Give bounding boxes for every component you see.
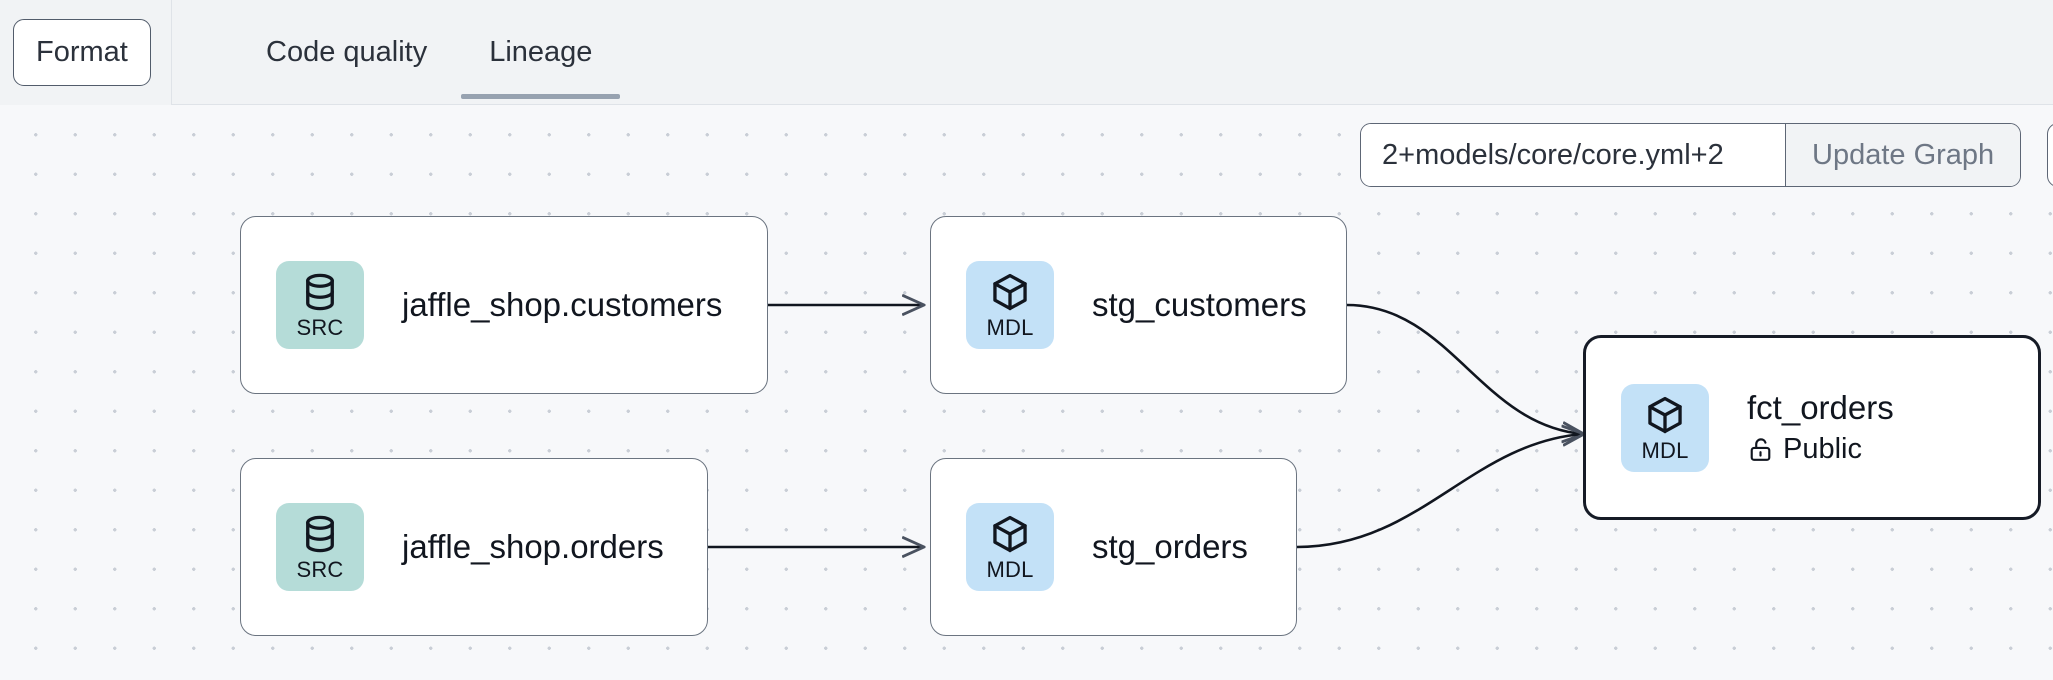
node-title: fct_orders xyxy=(1747,389,1894,427)
node-access-badge: Public xyxy=(1747,433,1894,466)
toolbar-header: Format Code quality Lineage xyxy=(0,0,2053,105)
format-button-container: Format xyxy=(0,0,172,105)
node-body: stg_orders xyxy=(1092,528,1248,566)
database-icon xyxy=(306,515,334,553)
database-icon xyxy=(306,273,334,311)
node-title: jaffle_shop.orders xyxy=(402,528,664,566)
node-selector-input[interactable] xyxy=(1361,124,1785,186)
source-badge-label: SRC xyxy=(296,315,344,340)
node-fct-orders[interactable]: MDL fct_orders Public xyxy=(1583,335,2041,520)
node-title: stg_orders xyxy=(1092,528,1248,566)
source-badge-label: SRC xyxy=(296,557,344,582)
model-badge-label: MDL xyxy=(986,315,1034,340)
cube-icon xyxy=(993,273,1027,311)
unlock-icon xyxy=(1750,438,1771,461)
node-body: fct_orders Public xyxy=(1747,389,1894,466)
graph-selector-group: Update Graph xyxy=(1360,123,2022,187)
model-badge-label: MDL xyxy=(986,557,1034,582)
tab-lineage[interactable]: Lineage xyxy=(458,0,623,105)
node-jaffle-shop-customers[interactable]: SRC jaffle_shop.customers xyxy=(240,216,768,394)
model-badge: MDL xyxy=(1621,383,1709,472)
update-graph-button[interactable]: Update Graph xyxy=(1785,124,2021,186)
source-badge: SRC xyxy=(276,261,364,349)
cube-icon xyxy=(993,515,1027,553)
model-badge: MDL xyxy=(966,503,1054,591)
edge-stg-orders-to-fct-orders xyxy=(1296,434,1583,549)
node-stg-customers[interactable]: MDL stg_customers xyxy=(930,216,1347,394)
model-badge-label: MDL xyxy=(1641,437,1689,463)
format-button[interactable]: Format xyxy=(13,18,151,86)
graph-overflow-control[interactable] xyxy=(2047,123,2053,187)
node-jaffle-shop-orders[interactable]: SRC jaffle_shop.orders xyxy=(240,458,708,636)
source-badge: SRC xyxy=(276,503,364,591)
node-access-label: Public xyxy=(1783,432,1862,465)
node-body: stg_customers xyxy=(1092,286,1307,324)
node-title: stg_customers xyxy=(1092,286,1307,324)
node-stg-orders[interactable]: MDL stg_orders xyxy=(930,458,1297,636)
node-body: jaffle_shop.customers xyxy=(402,286,722,324)
tab-lineage-label: Lineage xyxy=(489,35,593,68)
node-title: jaffle_shop.customers xyxy=(402,286,723,324)
model-badge: MDL xyxy=(966,261,1054,349)
cube-icon xyxy=(1648,396,1682,433)
tab-code-quality[interactable]: Code quality xyxy=(235,0,458,105)
tab-code-quality-label: Code quality xyxy=(266,35,428,68)
tab-bar: Code quality Lineage xyxy=(172,0,623,105)
edge-stg-customers-to-fct-orders xyxy=(1346,303,1583,434)
node-body: jaffle_shop.orders xyxy=(402,528,664,566)
lineage-canvas[interactable]: SRC jaffle_shop.customers SRC jaffle_sho… xyxy=(0,105,2053,680)
